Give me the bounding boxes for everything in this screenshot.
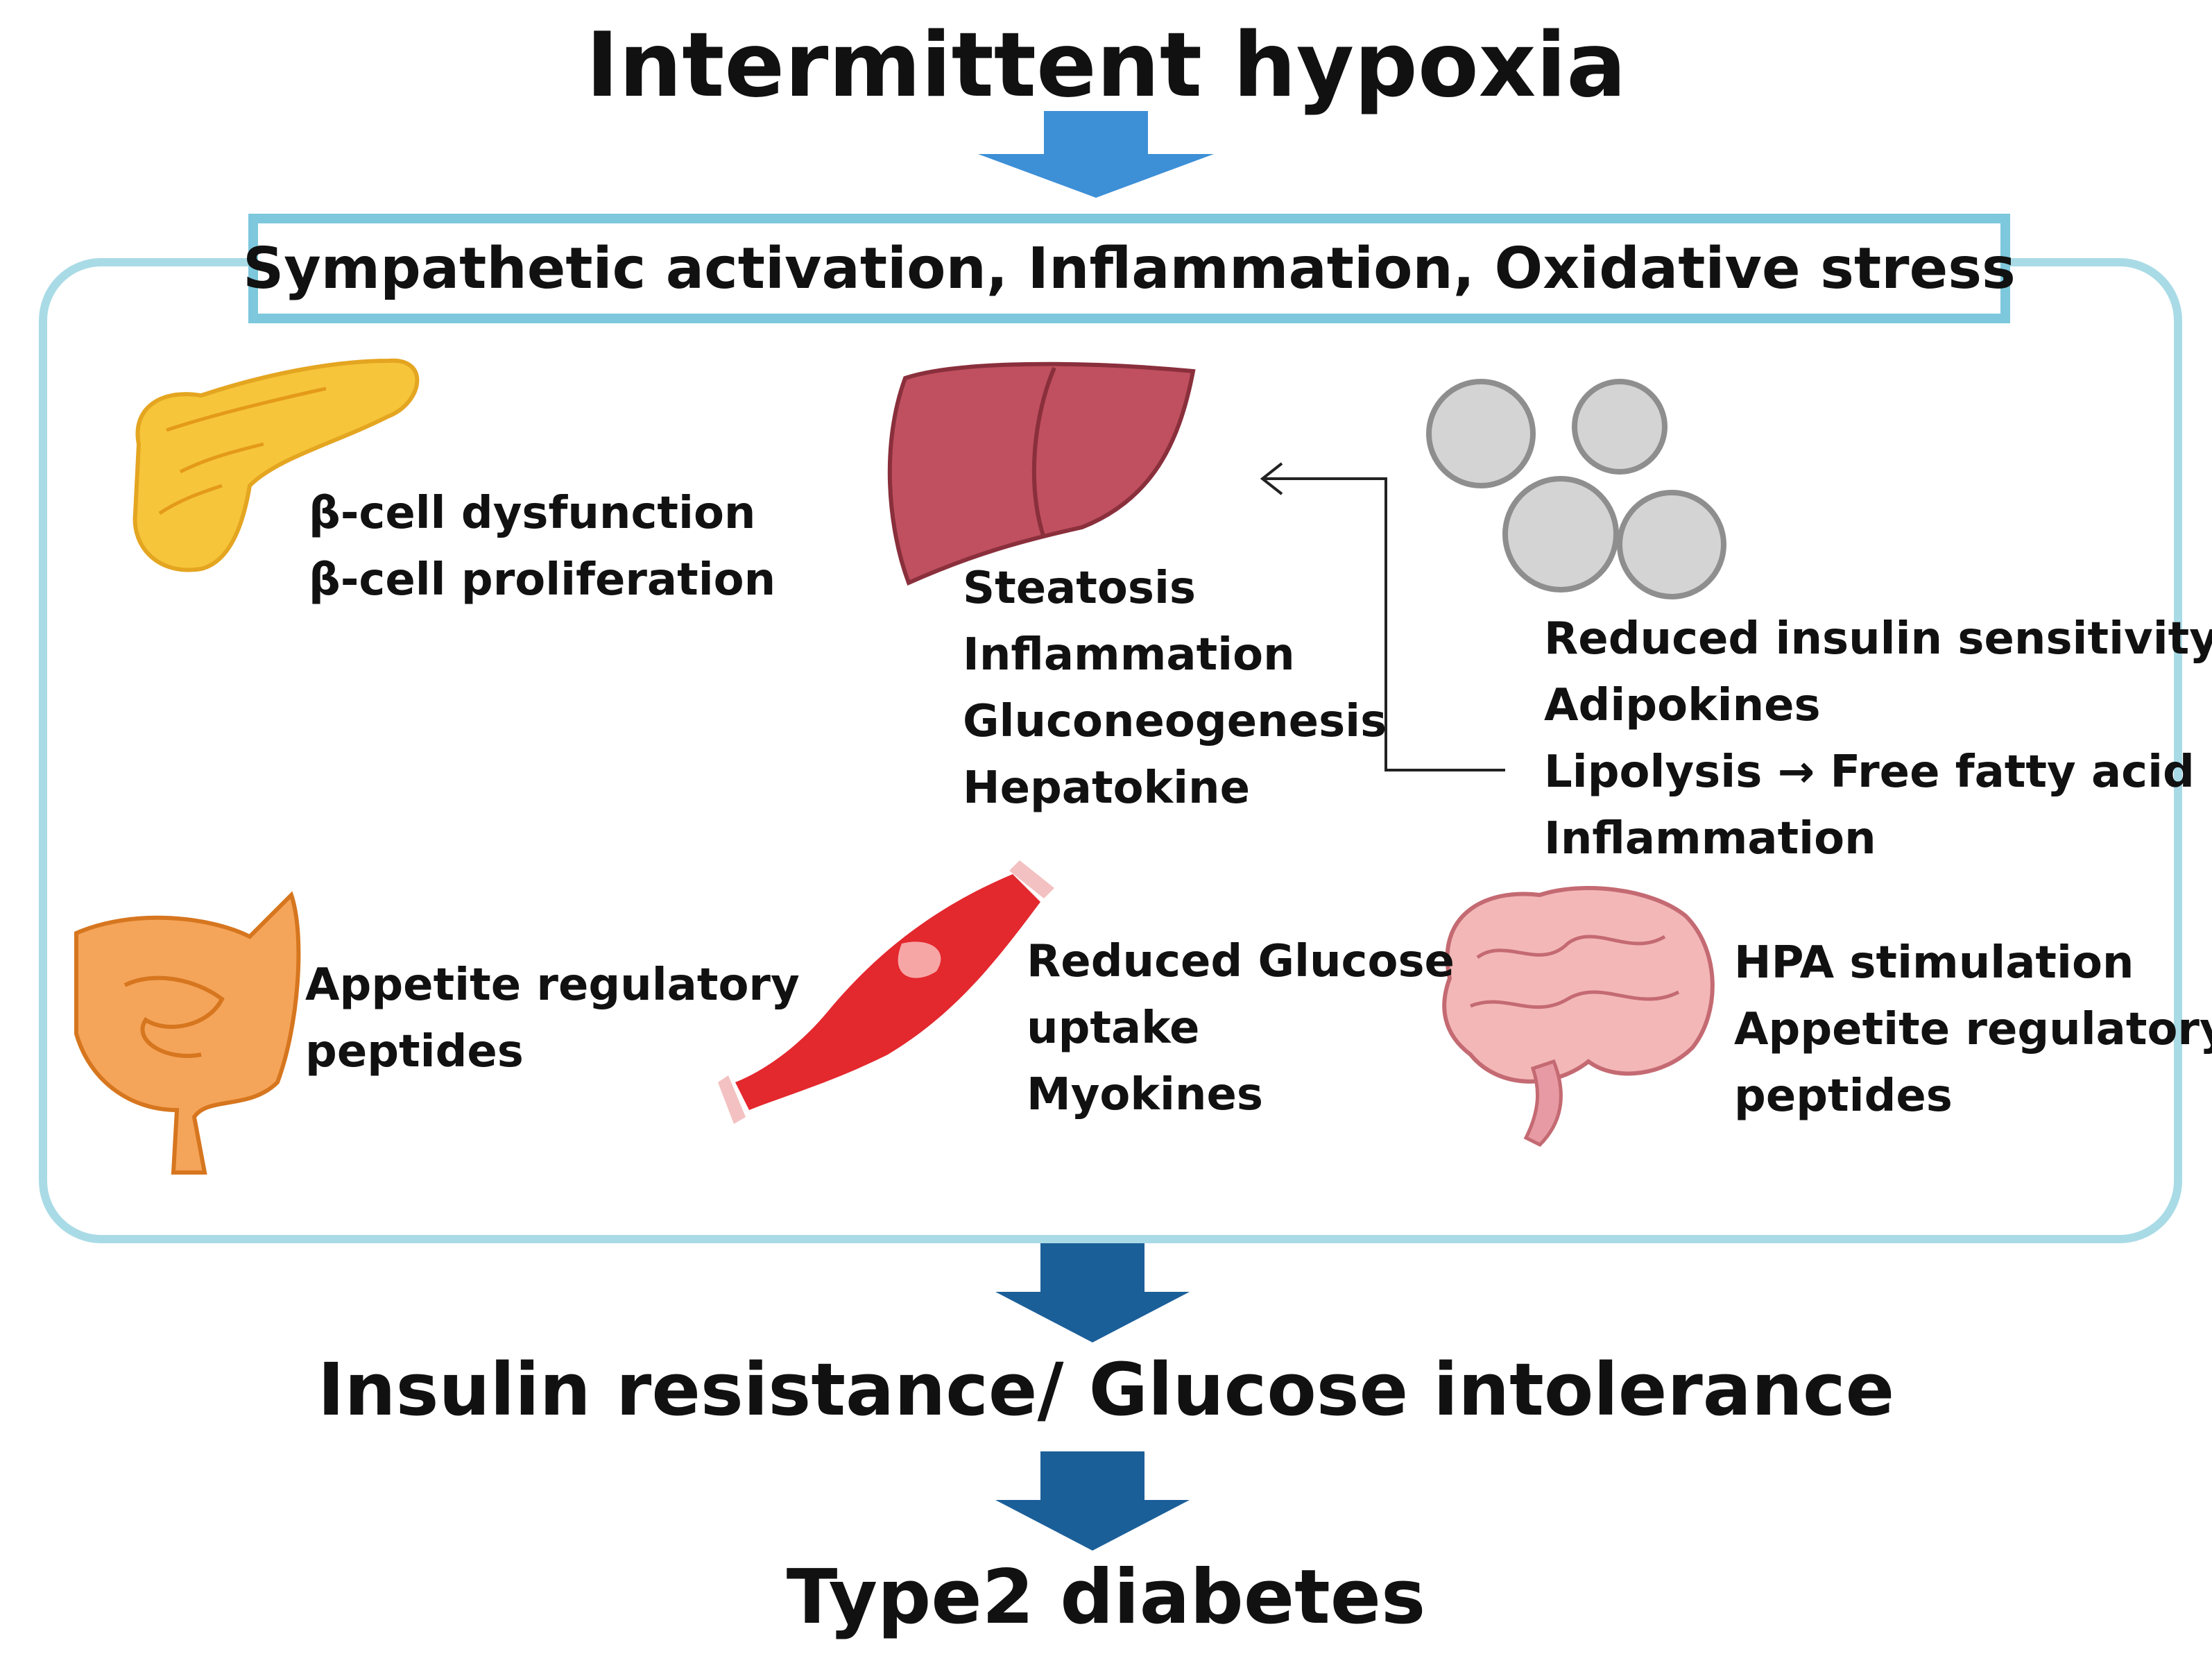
adipose-effect-2: Adipokines <box>1544 680 1821 731</box>
intestine-effect-1: Appetite regulatory <box>305 960 800 1011</box>
adipocytes-icon <box>1426 379 1726 599</box>
liver-effect-1: Steatosis <box>963 563 1196 614</box>
brain-icon <box>1442 886 1715 1148</box>
adipose-effect-3: Lipolysis → Free fatty acid <box>1544 747 2195 798</box>
brain-effect-2: Appetite regulatory <box>1734 1004 2212 1055</box>
outcome-label: Insulin resistance/ Glucose intolerance <box>317 1347 1895 1432</box>
intestine-effect-2: peptides <box>305 1026 524 1077</box>
intestine-effects: Appetite regulatory peptides <box>305 952 800 1085</box>
adipose-effects: Reduced insulin sensitivity Adipokines L… <box>1544 606 2212 872</box>
final-outcome-label: Type2 diabetes <box>786 1554 1426 1641</box>
down-arrow-top <box>978 111 1214 198</box>
down-arrow-bottom <box>995 1451 1190 1551</box>
liver-effect-2: Inflammation <box>963 629 1295 681</box>
mechanisms-box: Sympathetic activation, Inflammation, Ox… <box>243 214 2016 323</box>
connector-arrowhead <box>1260 462 1283 495</box>
muscle-icon <box>718 860 1054 1124</box>
muscle-effect-2: uptake <box>1027 1003 1200 1054</box>
lipolysis-to-liver-connector <box>1262 477 1505 771</box>
brain-effect-1: HPA stimulation <box>1734 937 2134 989</box>
pancreas-effects: β-cell dysfunction β-cell proliferation <box>309 480 775 613</box>
pancreas-effect-2: β-cell proliferation <box>309 554 776 606</box>
muscle-effect-1: Reduced Glucose <box>1027 936 1455 987</box>
adipose-effect-4: Inflammation <box>1544 813 1876 864</box>
liver-effect-4: Hepatokine <box>963 762 1250 814</box>
down-arrow-middle <box>995 1243 1190 1342</box>
diagram-title: Intermittent hypoxia <box>585 14 1627 117</box>
mechanisms-text: Sympathetic activation, Inflammation, Ox… <box>243 235 2016 302</box>
muscle-effects: Reduced Glucose uptake Myokines <box>1027 928 1455 1128</box>
adipose-effect-1: Reduced insulin sensitivity <box>1544 613 2212 665</box>
muscle-effect-3: Myokines <box>1027 1069 1263 1120</box>
brain-effects: HPA stimulation Appetite regulatory pept… <box>1734 930 2212 1129</box>
liver-effect-3: Gluconeogenesis <box>963 696 1387 747</box>
intestine-icon <box>74 891 301 1175</box>
brain-effect-3: peptides <box>1734 1071 1953 1122</box>
pancreas-icon <box>132 358 420 572</box>
liver-icon <box>887 361 1196 586</box>
pancreas-effect-1: β-cell dysfunction <box>309 488 756 539</box>
liver-effects: Steatosis Inflammation Gluconeogenesis H… <box>963 555 1387 821</box>
